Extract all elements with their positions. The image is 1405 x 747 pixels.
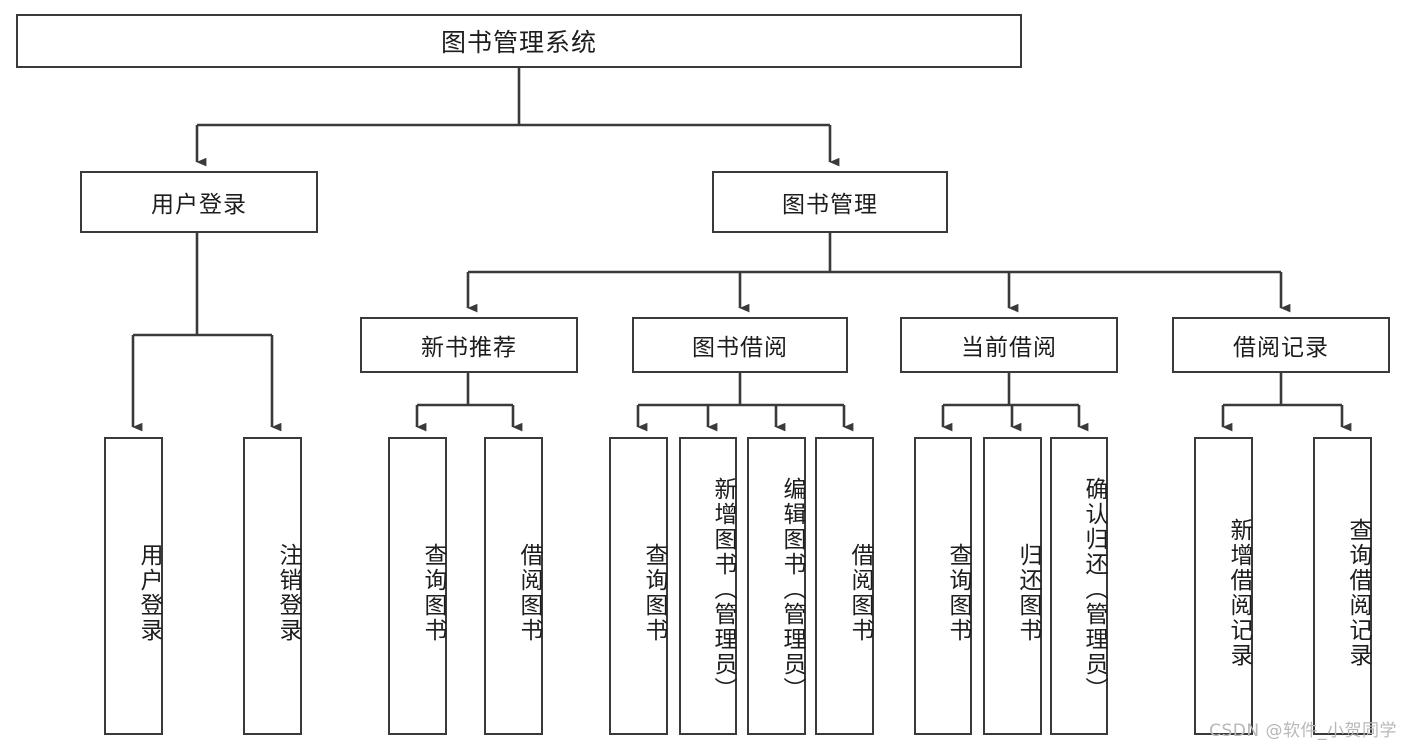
node-new-book-recommend[interactable]: 新书推荐 (360, 317, 578, 373)
leaf-borrow-borrow-book[interactable]: 借阅图书 (815, 437, 874, 735)
node-label: 用户登录 (151, 192, 247, 218)
leaf-current-return-book[interactable]: 归还图书 (983, 437, 1042, 735)
node-label: 当前借阅 (961, 335, 1057, 361)
node-label: 图书管理 (782, 192, 878, 218)
leaf-recommend-borrow-book[interactable]: 借阅图书 (484, 437, 543, 735)
node-current-borrow[interactable]: 当前借阅 (900, 317, 1118, 373)
node-borrow-records[interactable]: 借阅记录 (1172, 317, 1390, 373)
leaf-user-login-signout[interactable]: 注销登录 (243, 437, 302, 735)
node-book-borrow[interactable]: 图书借阅 (632, 317, 848, 373)
node-label: 新书推荐 (421, 335, 517, 361)
node-book-management[interactable]: 图书管理 (712, 171, 948, 233)
leaf-borrow-query-book[interactable]: 查询图书 (609, 437, 668, 735)
node-label: 借阅记录 (1233, 335, 1329, 361)
node-label: 查询借阅记录 (1345, 518, 1371, 668)
node-label: 新增借阅记录 (1226, 518, 1252, 668)
leaf-borrow-edit-book-admin[interactable]: 编辑图书（管理员） (747, 437, 806, 735)
node-label: 新增图书（管理员） (710, 476, 736, 702)
node-label: 归还图书 (1015, 543, 1041, 643)
node-label: 图书借阅 (692, 335, 788, 361)
leaf-records-query-record[interactable]: 查询借阅记录 (1313, 437, 1372, 735)
node-label: 注销登录 (275, 543, 301, 643)
node-label: 查询图书 (420, 543, 446, 643)
node-user-login[interactable]: 用户登录 (80, 171, 318, 233)
node-label: 用户登录 (136, 543, 162, 643)
node-label: 借阅图书 (516, 543, 542, 643)
leaf-recommend-query-book[interactable]: 查询图书 (388, 437, 447, 735)
node-label: 确认归还（管理员） (1081, 476, 1107, 702)
leaf-user-login-signin[interactable]: 用户登录 (104, 437, 163, 735)
watermark-text: CSDN @软件_小贺同学 (1209, 721, 1397, 741)
node-label: 图书管理系统 (440, 28, 597, 57)
node-label: 查询图书 (641, 543, 667, 643)
leaf-current-query-book[interactable]: 查询图书 (914, 437, 972, 735)
leaf-borrow-add-book-admin[interactable]: 新增图书（管理员） (679, 437, 737, 735)
node-root-system[interactable]: 图书管理系统 (16, 14, 1022, 68)
leaf-records-add-record[interactable]: 新增借阅记录 (1194, 437, 1253, 735)
node-label: 借阅图书 (847, 543, 873, 643)
leaf-current-confirm-return-admin[interactable]: 确认归还（管理员） (1050, 437, 1108, 735)
node-label: 编辑图书（管理员） (779, 476, 805, 702)
node-label: 查询图书 (945, 543, 971, 643)
